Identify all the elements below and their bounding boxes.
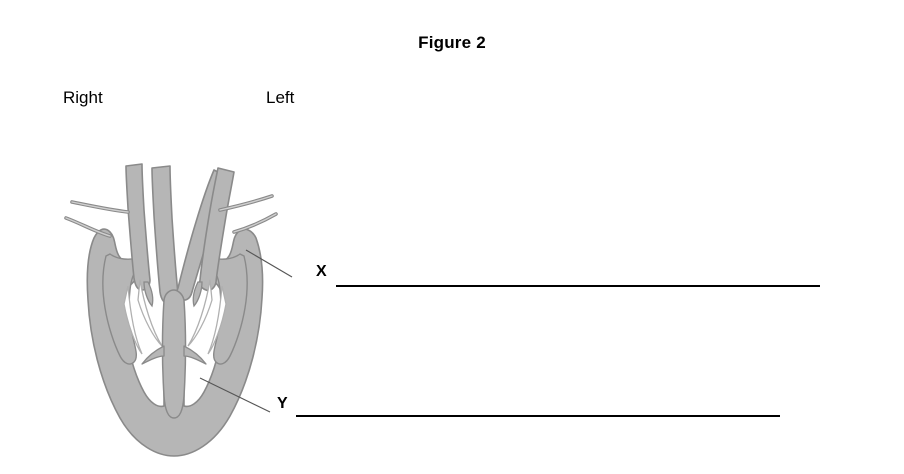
semilunar-valve-cusp-right: [192, 281, 203, 308]
pointer-line-y: [199, 377, 271, 413]
semilunar-valve-cusp-left: [143, 281, 154, 308]
answer-line-y[interactable]: [296, 415, 780, 417]
interventricular-septum: [141, 289, 207, 419]
right-lower-branch-vessel-inner: [65, 217, 111, 237]
septum-shape: [161, 289, 187, 419]
page-title: Figure 2: [418, 33, 486, 52]
branch-vessels: [64, 194, 278, 238]
answer-line-x[interactable]: [336, 285, 820, 287]
left-lower-branch-vessel-inner: [233, 213, 277, 233]
orientation-label-left: Left: [266, 88, 295, 107]
tricuspid-valve-leaflet-2: [123, 285, 143, 355]
pointer-line-x: [245, 249, 293, 278]
mitral-valve-leaflet: [187, 279, 213, 347]
papillary-muscle-left: [183, 345, 207, 365]
pulmonary-vein-trunk-vessel: [198, 167, 235, 292]
right-upper-branch-vessel-inner: [71, 201, 129, 213]
left-upper-branch-vessel-inner: [219, 195, 273, 211]
heart-diagram: [64, 163, 278, 457]
pointer-leader-lines: [199, 249, 293, 413]
answer-key-y: Y: [277, 395, 288, 412]
papillary-muscle-right: [141, 345, 165, 365]
answer-key-x: X: [316, 263, 327, 280]
orientation-label-right: Right: [63, 88, 103, 107]
mitral-valve-leaflet-2: [207, 285, 227, 355]
